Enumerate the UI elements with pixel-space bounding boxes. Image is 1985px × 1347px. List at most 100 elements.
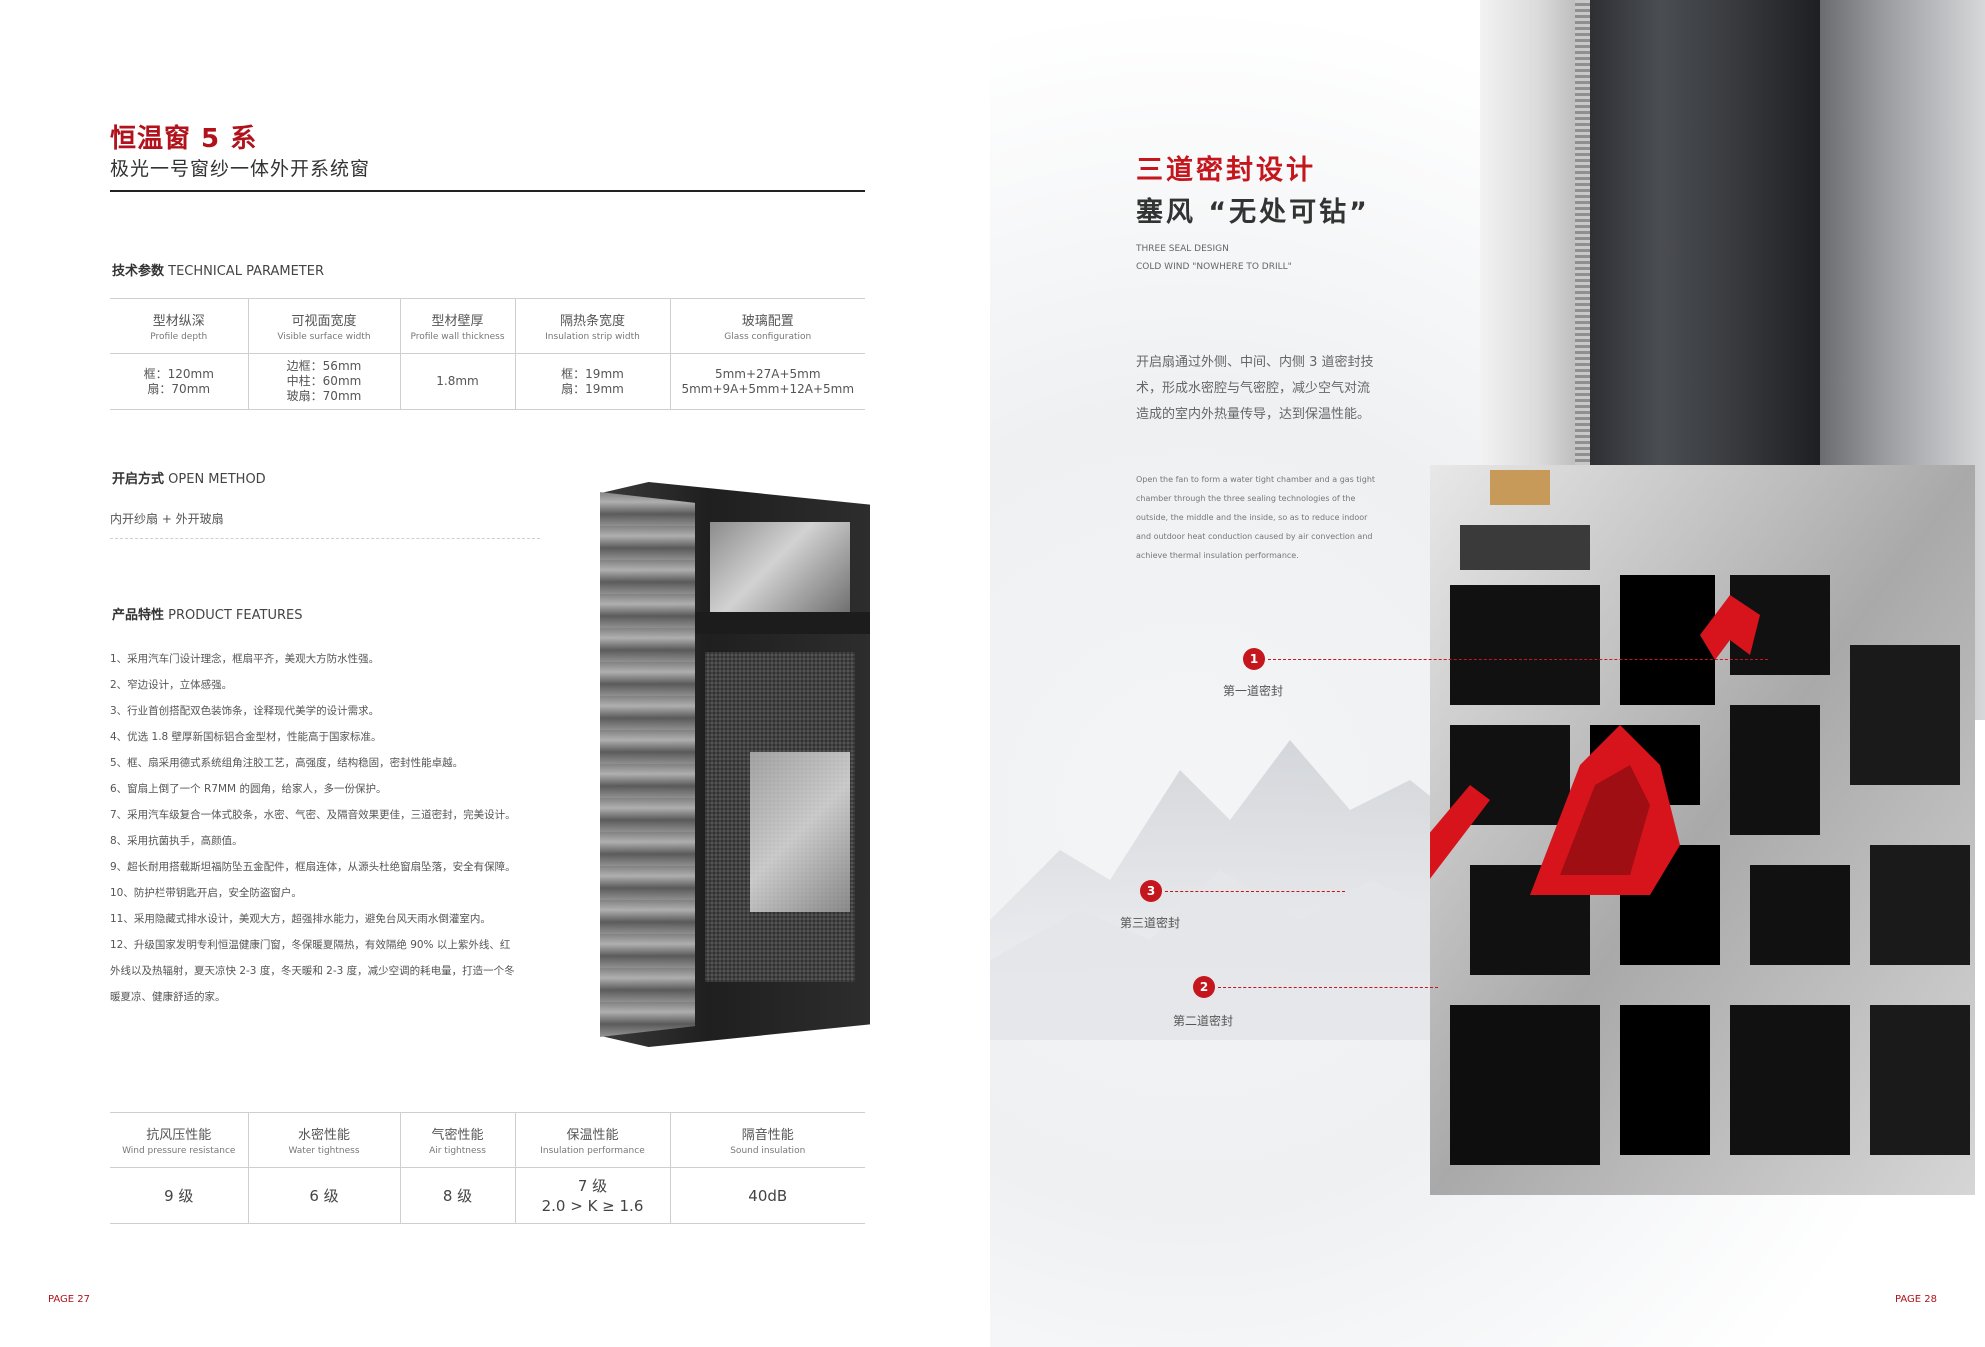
callout-line-2 [1218,987,1438,988]
list-item: 外线以及热辐射，夏天凉快 2-3 度，冬天暖和 2-3 度，减少空调的耗电量，打… [110,965,515,977]
left-page: 恒温窗 5 系 极光一号窗纱一体外开系统窗 技术参数 TECHNICAL PAR… [0,0,990,1347]
header-en: Sound insulation [730,1146,806,1156]
window-sash-bar [695,612,870,634]
title-divider [110,190,865,192]
tech-param-label: 技术参数 TECHNICAL PARAMETER [112,260,324,279]
callout-seal-3: 3 [1140,880,1162,902]
header-cn: 型材纵深 [152,314,205,329]
tech-header-cell: 可视面宽度 Visible surface width [248,298,401,354]
perf-value-cell: 8 级 [400,1167,516,1224]
value-line: 中柱：60mm [286,374,362,388]
seal-description-cn: 开启扇通过外侧、中间、内侧 3 道密封技术，形成水密腔与气密腔，减少空气对流造成… [1136,355,1374,422]
header-en: Water tightness [288,1146,360,1156]
perf-value-cell: 9 级 [110,1167,249,1224]
seal-title-en: THREE SEAL DESIGN [1136,244,1229,254]
list-item: 暖夏凉、健康舒适的家。 [110,991,226,1003]
profile-cross-section [1430,465,1975,1195]
callout-badge: 3 [1140,880,1162,902]
tech-param-label-cn: 技术参数 [112,264,165,279]
header-en: Air tightness [429,1146,486,1156]
value-line: 8 级 [442,1186,473,1205]
list-item: 4、优选 1.8 壁厚新国标铝合金型材，性能高于国家标准。 [110,731,382,743]
header-cn: 可视面宽度 [291,314,357,329]
mountain-backdrop [990,740,1510,1040]
seal-description-en: Open the fan to form a water tight chamb… [1136,475,1376,560]
header-en: Profile wall thickness [410,332,505,342]
tech-param-table: 型材纵深 Profile depth 可视面宽度 Visible surface w… [110,298,865,410]
tech-header-cell: 隔热条宽度 Insulation strip width [515,298,671,354]
list-item: 3、行业首创搭配双色装饰条，诠释现代美学的设计需求。 [110,705,380,717]
page-number-left: PAGE 27 [48,1294,91,1305]
header-en: Wind pressure resistance [122,1146,236,1156]
callout-label-3: 第三道密封 [1120,916,1181,930]
header-en: Insulation strip width [545,332,640,342]
features-list: 1、采用汽车门设计理念，框扇平齐，美观大方防水性强。 2、窄边设计，立体感强。 … [110,646,550,1010]
seal-title: 三道密封设计 [1136,155,1316,186]
list-item: 1、采用汽车门设计理念，框扇平齐，美观大方防水性强。 [110,653,380,665]
header-en: Profile depth [150,332,208,342]
right-page: 三道密封设计 塞风 “无处可钻” THREE SEAL DESIGN COLD … [990,0,1985,1347]
open-method-divider [110,538,540,539]
perf-value-cell: 40dB [670,1167,865,1224]
tech-value-cell: 1.8mm [400,353,516,410]
header-en: Visible surface width [277,332,371,342]
value-line: 7 级 [577,1176,608,1195]
window-top-glass [710,522,850,612]
tech-param-label-en: TECHNICAL PARAMETER [168,264,324,279]
open-method-label-en: OPEN METHOD [168,472,266,487]
page-number-right: PAGE 28 [1894,1294,1937,1305]
features-label-cn: 产品特性 [112,608,165,623]
page-title: 恒温窗 5 系 [110,124,258,154]
photo-frame-light [1480,0,1575,500]
list-item: 12、升级国家发明专利恒温健康门窗，冬保暖夏隔热，有效隔绝 90% 以上紫外线、… [110,939,511,951]
callout-badge: 2 [1193,976,1215,998]
header-cn: 隔音性能 [741,1128,794,1143]
header-cn: 隔热条宽度 [559,314,625,329]
value-line: 扇：70mm [147,381,211,396]
callout-line-1 [1268,659,1768,660]
header-cn: 抗风压性能 [146,1128,212,1143]
window-inner-glass [750,752,850,912]
list-item: 11、采用隐藏式排水设计，美观大方，超强排水能力，避免台风天雨水倒灌室内。 [110,913,491,925]
callout-label-1: 第一道密封 [1223,684,1284,698]
callout-seal-2: 2 [1193,976,1215,998]
perf-header-cell: 抗风压性能 Wind pressure resistance [110,1112,249,1168]
seal-subtitle: 塞风 “无处可钻” [1136,197,1370,228]
header-en: Glass configuration [724,332,812,342]
value-line: 5mm+27A+5mm [714,366,821,381]
window-profile-section [600,492,695,1037]
header-cn: 气密性能 [431,1128,484,1143]
list-item: 8、采用抗菌执手，高颜值。 [110,835,243,847]
callout-badge: 1 [1243,648,1265,670]
value-line: 40dB [748,1186,788,1205]
tech-param-header-row: 型材纵深 Profile depth 可视面宽度 Visible surface w… [110,298,865,354]
callout-seal-1: 1 [1243,648,1265,670]
tech-header-cell: 型材纵深 Profile depth [110,298,249,354]
value-line: 边框：56mm [286,359,362,373]
value-line: 5mm+9A+5mm+12A+5mm [681,381,855,396]
value-line: 框：19mm [561,366,624,381]
seal-subtitle-en: COLD WIND "NOWHERE TO DRILL" [1136,262,1292,272]
perf-header-cell: 气密性能 Air tightness [400,1112,516,1168]
list-item: 7、采用汽车级复合一体式胶条，水密、气密、及隔音效果更佳，三道密封，完美设计。 [110,809,516,821]
header-en: Insulation performance [540,1146,645,1156]
list-item: 9、超长耐用搭载斯坦福防坠五金配件，框扇连体，从源头杜绝窗扇坠落，安全有保障。 [110,861,516,873]
open-method-text: 内开纱扇 + 外开玻扇 [110,512,224,526]
list-item: 5、框、扇采用德式系统组角注胶工艺，高强度，结构稳固，密封性能卓越。 [110,757,464,769]
value-line: 框：120mm [143,366,214,381]
open-method-label-cn: 开启方式 [112,472,165,487]
open-method-label: 开启方式 OPEN METHOD [112,468,266,487]
value-line: 2.0 > K ≥ 1.6 [541,1196,644,1215]
value-line: 1.8mm [436,374,479,388]
